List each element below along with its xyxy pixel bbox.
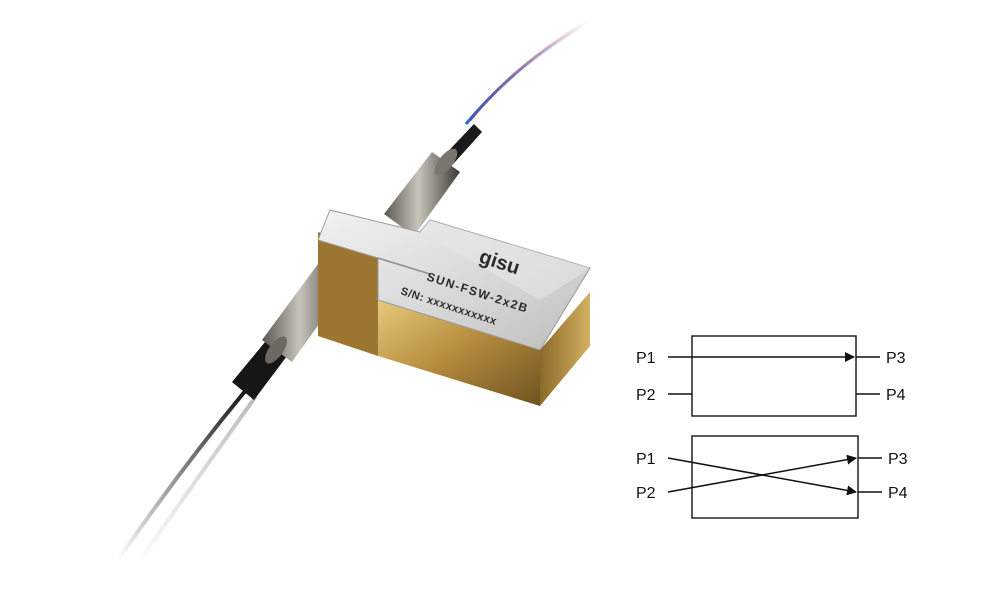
- bar-state-diagram: P1 P2 P3 P4: [636, 335, 906, 417]
- switch-housing: [317, 209, 591, 406]
- cross-port-p1: P1: [636, 451, 656, 468]
- bar-port-p4: P4: [886, 387, 906, 404]
- bar-port-p3: P3: [886, 350, 906, 367]
- upper-fiber-pair: [464, 18, 591, 125]
- bar-state-box: [691, 335, 857, 417]
- cross-state-diagram: P1 P2 P3 P4: [636, 435, 908, 519]
- optical-switch-photo: gisu SUN-FSW-2x2B S/N: xxxxxxxxxxx: [116, 18, 591, 568]
- cross-port-p3: P3: [888, 451, 908, 468]
- bar-port-p2: P2: [636, 387, 656, 404]
- switch-state-diagrams: P1 P2 P3 P4 P1 P2 P3 P4: [636, 335, 908, 519]
- lower-fiber-pair: [116, 388, 258, 568]
- bar-port-p1: P1: [636, 350, 656, 367]
- upper-metal-sleeve: [384, 148, 460, 236]
- cross-path-p2-p3: [667, 454, 857, 493]
- cross-port-p2: P2: [636, 485, 656, 502]
- cross-state-box: [691, 435, 859, 519]
- cross-port-p4: P4: [888, 485, 908, 502]
